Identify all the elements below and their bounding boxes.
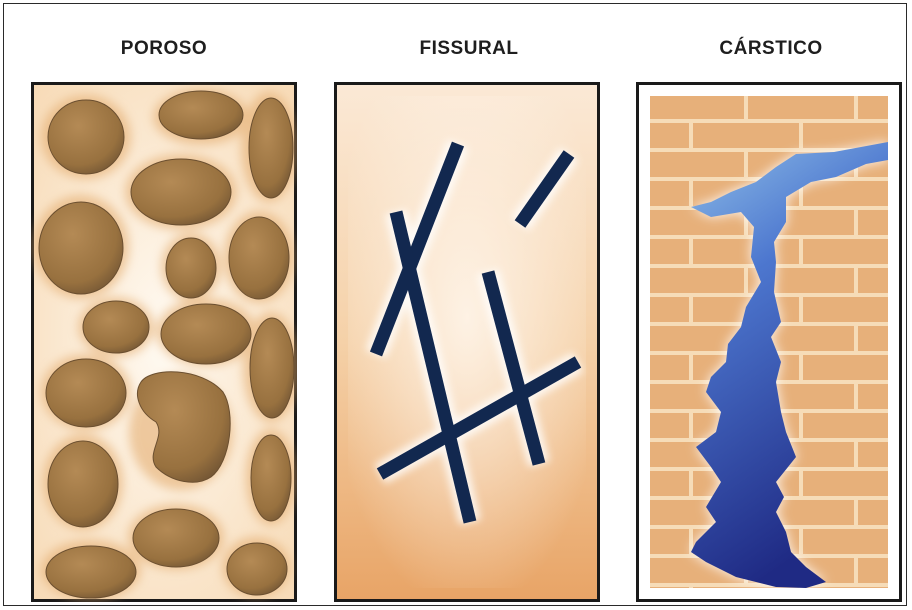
fissural-title: FISSURAL bbox=[369, 38, 569, 60]
pebble bbox=[46, 359, 126, 427]
poroso-title: POROSO bbox=[64, 38, 264, 60]
porous-pebbles-icon bbox=[31, 82, 297, 602]
pebble bbox=[131, 159, 231, 225]
pebble bbox=[161, 304, 251, 364]
carstico-panel bbox=[636, 82, 902, 602]
pebble bbox=[48, 441, 118, 527]
pebble bbox=[48, 100, 124, 174]
karst-conduit-bricks-icon bbox=[636, 82, 902, 602]
pebble bbox=[46, 546, 136, 598]
pebble bbox=[227, 543, 287, 595]
pebble bbox=[251, 435, 291, 521]
pebble bbox=[250, 318, 294, 418]
poroso-panel bbox=[31, 82, 297, 602]
pebble bbox=[83, 301, 149, 353]
pebble bbox=[166, 238, 216, 298]
fissural-panel bbox=[334, 82, 600, 602]
pebble bbox=[159, 91, 243, 139]
figure-frame: POROSO FISSURAL CÁRSTICO bbox=[3, 3, 907, 606]
fracture-lines-icon bbox=[334, 82, 600, 602]
carstico-title: CÁRSTICO bbox=[671, 38, 871, 60]
pebble bbox=[229, 217, 289, 299]
pebble bbox=[249, 98, 293, 198]
pebble bbox=[39, 202, 123, 294]
pebble bbox=[133, 509, 219, 567]
